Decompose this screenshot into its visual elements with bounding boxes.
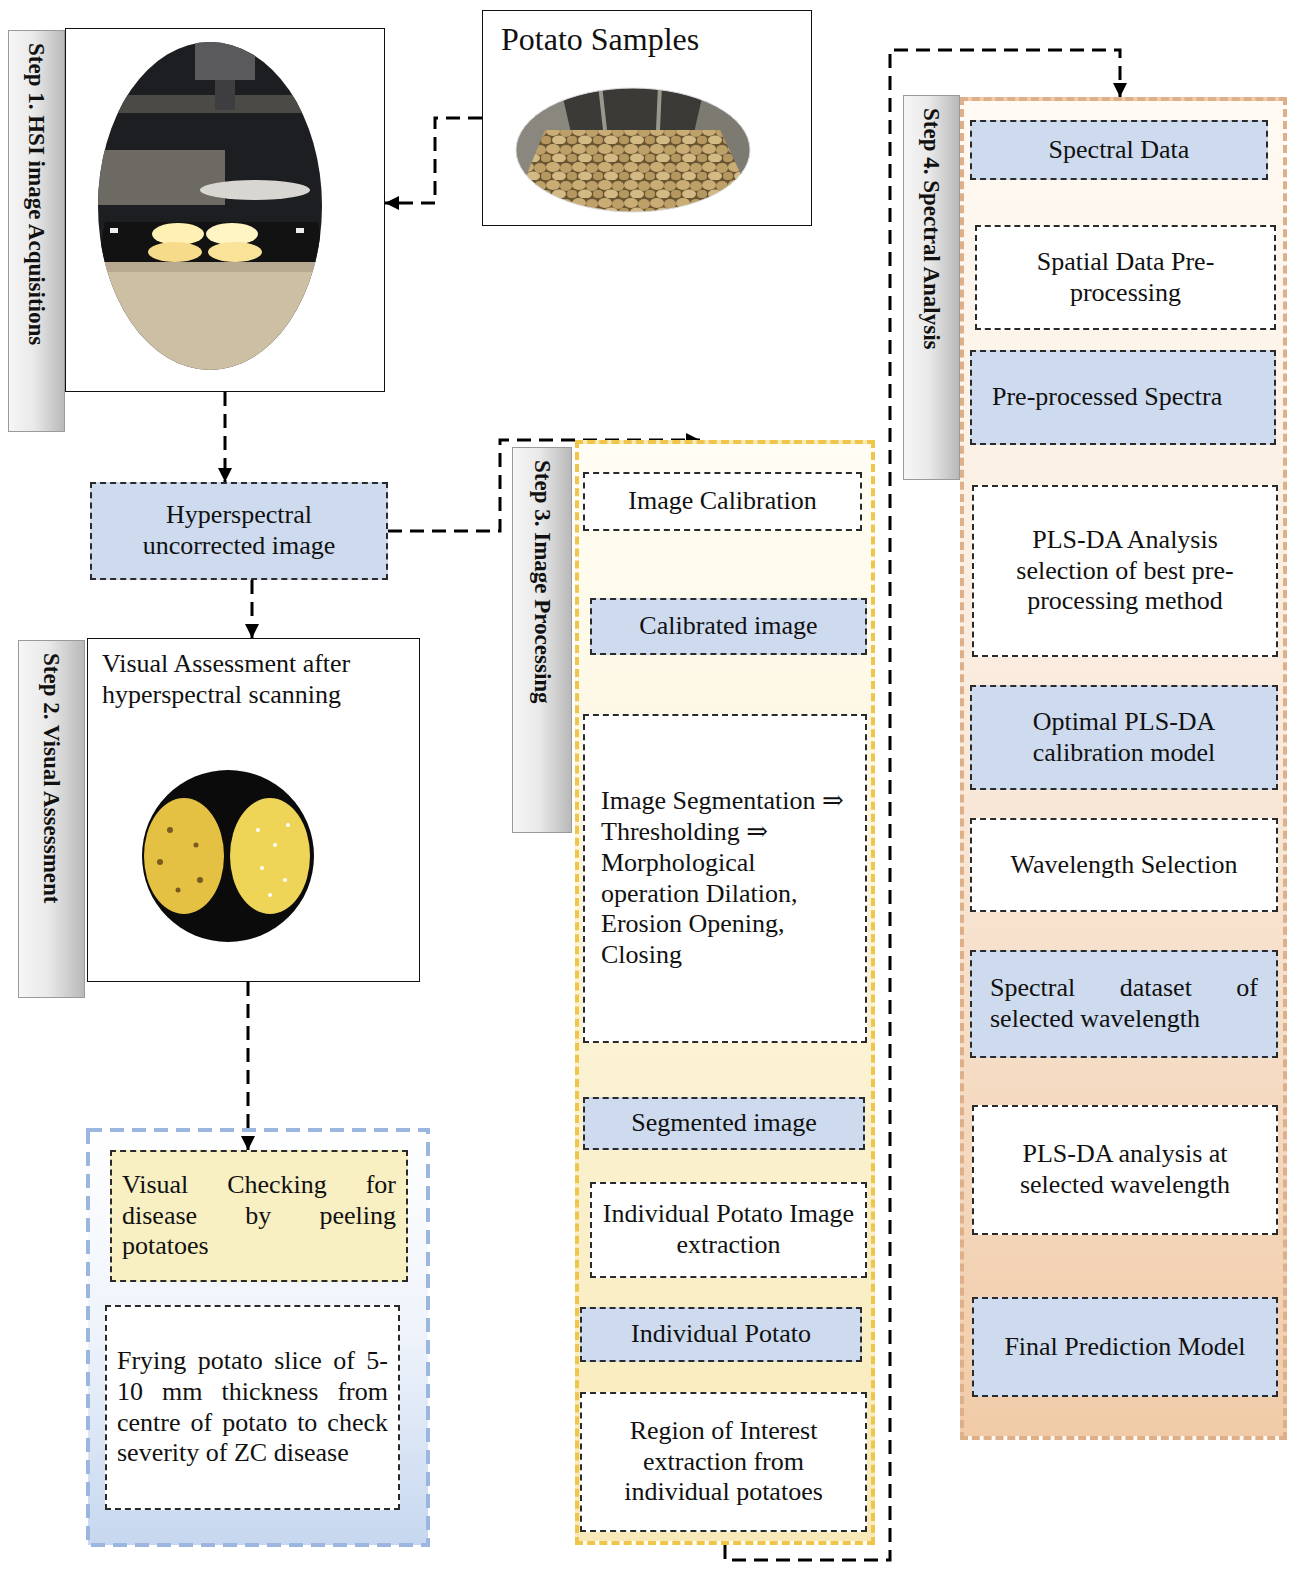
lab-rail: [95, 95, 325, 113]
process-box: Step 1. HSI image Acquisitions: [65, 28, 385, 392]
node-text: Spectral dataset of selected wavelength: [990, 973, 1258, 1034]
step-title: Step 4. Spectral Analysis: [918, 108, 945, 350]
step-title: Step 3. Image Processing: [528, 460, 555, 704]
process-box: Pre-processed Spectra: [970, 350, 1276, 445]
potato: [208, 242, 262, 262]
node-text: Individual Potato Image extraction: [602, 1199, 855, 1260]
camera-lens: [215, 80, 235, 110]
step-tab: Step 1. HSI image Acquisitions: [8, 30, 65, 432]
crate-background: [510, 85, 760, 215]
crate-slat: [600, 85, 605, 130]
tray-marker: [296, 228, 304, 233]
node-text: PLS-DA Analysis selection of best pre-pr…: [984, 525, 1266, 617]
node-text: Final Prediction Model: [984, 1332, 1266, 1363]
node-text: Frying potato slice of 5-10 mm thickness…: [117, 1346, 388, 1469]
speckle: [260, 866, 264, 870]
speckle: [283, 878, 287, 882]
step-title: Step 1. HSI image Acquisitions: [22, 43, 49, 345]
process-box: PLS-DA analysis at selected wavelength: [972, 1105, 1278, 1235]
node-text: Pre-processed Spectra: [992, 382, 1254, 413]
process-box: Image Calibration: [583, 472, 862, 531]
node-text: Visual Checking for disease by peeling p…: [122, 1170, 396, 1262]
process-box: Visual Assessment after hyperspectral sc…: [87, 638, 420, 982]
step-panel: Step 3. Image ProcessingImage Calibratio…: [575, 440, 875, 1545]
sample-crate-photo: [510, 85, 760, 215]
process-box: Final Prediction Model: [972, 1297, 1278, 1397]
process-box: Spatial Data Pre-processing: [975, 225, 1276, 330]
speckle: [268, 893, 272, 897]
node-text: Segmented image: [595, 1108, 853, 1139]
node-text: PLS-DA analysis at selected wavelength: [984, 1139, 1266, 1200]
process-box: Segmented image: [583, 1097, 865, 1150]
process-box: Optimal PLS-DA calibration model: [970, 685, 1278, 790]
node-text: Image Calibration: [595, 486, 850, 517]
process-box: Individual Potato: [580, 1307, 862, 1362]
process-box: Visual Checking for disease by peeling p…: [110, 1150, 408, 1282]
node-text: Spectral Data: [982, 135, 1256, 166]
process-box: Frying potato slice of 5-10 mm thickness…: [105, 1305, 400, 1510]
camera: [195, 40, 255, 80]
photo-background: [142, 770, 314, 942]
step-panel: Step 4. Spectral AnalysisSpectral DataSp…: [960, 97, 1287, 1440]
node-text: Calibrated image: [602, 611, 855, 642]
process-box: Calibrated image: [590, 598, 867, 655]
node-text: Optimal PLS-DA calibration model: [982, 707, 1266, 768]
flow-arrow: [224, 392, 227, 482]
node-text: Region of Interest extraction from indiv…: [592, 1416, 855, 1508]
disease-spot: [167, 827, 173, 833]
lab-disc: [200, 180, 310, 200]
hsi-lab-photo: [95, 40, 325, 375]
potato: [206, 223, 258, 245]
lab-floor-edge: [95, 262, 325, 272]
node-text: Potato Samples: [501, 21, 793, 59]
tray-marker: [110, 228, 118, 233]
flow-arrow: [247, 982, 250, 1150]
node-text: Visual Assessment after hyperspectral sc…: [102, 649, 405, 710]
photo-frame: [516, 88, 750, 212]
node-text: Individual Potato: [592, 1319, 850, 1350]
potato-half: [230, 798, 310, 914]
disease-spot: [197, 877, 203, 883]
potato-pile: [510, 130, 760, 215]
lab-shelf: [95, 150, 225, 205]
node-text: Hyperspectral uncorrected image: [102, 500, 376, 561]
process-box: Image Segmentation ⇒ Thresholding ⇒ Morp…: [583, 714, 867, 1043]
node-text: Wavelength Selection: [982, 850, 1266, 881]
step-tab: Step 3. Image Processing: [512, 447, 572, 833]
cut-potato-photo: [142, 770, 314, 942]
flow-arrow: [251, 580, 254, 638]
assessment-panel: [88, 1130, 428, 1545]
step-title: Step 2. Visual Assessment: [37, 653, 64, 903]
disease-spot: [157, 859, 163, 865]
process-box: Individual Potato Image extraction: [590, 1182, 867, 1278]
process-box: Hyperspectral uncorrected image: [90, 482, 388, 580]
disease-spot: [194, 843, 199, 848]
step-tab: Step 2. Visual Assessment: [18, 640, 85, 998]
disease-spot: [176, 888, 181, 893]
process-box: Wavelength Selection: [970, 818, 1278, 912]
speckle: [273, 843, 277, 847]
sample-tray: [98, 222, 325, 262]
potato-half: [144, 798, 224, 914]
node-text: Spatial Data Pre-processing: [987, 247, 1264, 308]
speckle: [286, 823, 290, 827]
node-text: Image Segmentation ⇒ Thresholding ⇒ Morp…: [601, 786, 849, 970]
lab-floor: [95, 262, 325, 375]
step-tab: Step 4. Spectral Analysis: [903, 95, 960, 480]
potato: [148, 242, 202, 262]
process-box: Spectral dataset of selected wavelength: [970, 950, 1278, 1058]
speckle: [256, 828, 260, 832]
lab-background: [95, 40, 325, 375]
process-box: PLS-DA Analysis selection of best pre-pr…: [972, 485, 1278, 657]
potato: [152, 223, 204, 245]
process-box: Spectral Data: [970, 120, 1268, 180]
process-box: Region of Interest extraction from indiv…: [580, 1392, 867, 1532]
process-box: Potato Samples: [482, 10, 812, 226]
crate-slat: [658, 85, 660, 130]
flow-arrow: [385, 118, 482, 203]
